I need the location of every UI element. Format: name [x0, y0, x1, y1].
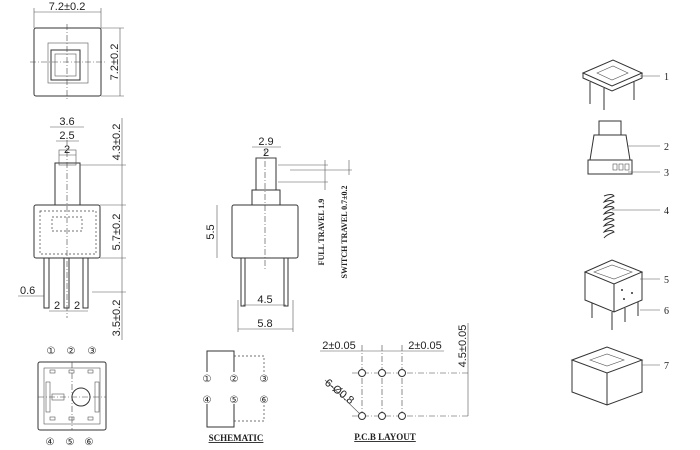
part-7-cover — [570, 346, 644, 406]
top-width-dim: 7.2±0.2 — [49, 1, 86, 13]
part-label-3: 3 — [664, 168, 669, 179]
pcb-layout-title: P.C.B LAYOUT — [354, 432, 416, 442]
side-dim-2: 2 — [263, 147, 269, 159]
bottom-pin-2: ② — [67, 346, 76, 357]
schematic-pin-4: ④ — [203, 395, 212, 406]
pcb-holes: 6-Ø0.8 — [322, 377, 356, 407]
part-label-4: 4 — [664, 206, 669, 217]
pcb-layout: 2±0.05 2±0.05 4.5±0.05 6-Ø0.8 P.C.B LAYO… — [320, 323, 470, 442]
dim-0-6: 0.6 — [20, 285, 35, 297]
dim-2-5: 2.5 — [59, 130, 74, 142]
part-label-7: 7 — [664, 361, 669, 372]
dim-2: 2 — [64, 144, 70, 156]
schematic-pin-3: ③ — [260, 374, 269, 385]
part-label-5: 5 — [664, 275, 669, 286]
part-2-plunger — [587, 120, 633, 175]
dim-4-5: 4.5 — [257, 294, 272, 306]
bottom-pin-6: ⑥ — [85, 437, 94, 448]
top-height-dim: 7.2±0.2 — [109, 44, 121, 81]
side-view: 2.9 2 5.5 4.5 5.8 FULL TRAVEL 1.9 SWITCH… — [205, 136, 352, 332]
part-1-cap-frame — [581, 59, 644, 110]
dim-3-5: 3.5±0.2 — [111, 300, 123, 337]
pcb-pitch-right: 2±0.05 — [408, 340, 442, 352]
dim-3-6: 3.6 — [59, 116, 74, 128]
pcb-row-spacing: 4.5±0.05 — [457, 325, 469, 368]
part-label-1: 1 — [664, 72, 669, 83]
schematic-pin-1: ① — [203, 374, 212, 385]
bottom-view: ① ② ③ ④ ⑤ ⑥ — [37, 346, 107, 448]
dim-5-7: 5.7±0.2 — [111, 214, 123, 251]
top-view: 7.2±0.2 7.2±0.2 — [30, 1, 124, 100]
schematic-pin-2: ② — [230, 374, 239, 385]
bottom-pin-3: ③ — [88, 346, 97, 357]
dim-2-9: 2.9 — [258, 136, 273, 148]
full-travel-label: FULL TRAVEL 1.9 — [317, 199, 326, 266]
schematic-pin-6: ⑥ — [260, 395, 269, 406]
front-view: 3.6 2.5 2 4.3±0.2 5.7±0.2 3.5±0.2 0.6 2 … — [18, 116, 126, 340]
dim-5-5: 5.5 — [205, 224, 217, 239]
bottom-pin-5: ⑤ — [66, 437, 75, 448]
part-4-spring — [602, 194, 615, 239]
exploded-view: 1 2 3 4 5 6 7 — [570, 59, 669, 406]
switch-travel-label: SWITCH TRAVEL 0.7±0.2 — [340, 185, 349, 278]
part-5-housing — [583, 259, 644, 330]
schematic-pin-5: ⑤ — [230, 395, 239, 406]
pitch-right: 2 — [74, 300, 80, 312]
pitch-left: 2 — [54, 300, 60, 312]
schematic: ① ② ③ ④ ⑤ ⑥ SCHEMATIC — [203, 350, 269, 443]
dim-4-3: 4.3±0.2 — [111, 124, 123, 161]
schematic-title: SCHEMATIC — [209, 433, 264, 443]
pcb-pitch-left: 2±0.05 — [322, 340, 356, 352]
part-label-2: 2 — [664, 142, 669, 153]
bottom-pin-4: ④ — [46, 437, 55, 448]
dim-5-8: 5.8 — [257, 318, 272, 330]
part-label-6: 6 — [664, 306, 669, 317]
bottom-pin-1: ① — [47, 346, 56, 357]
